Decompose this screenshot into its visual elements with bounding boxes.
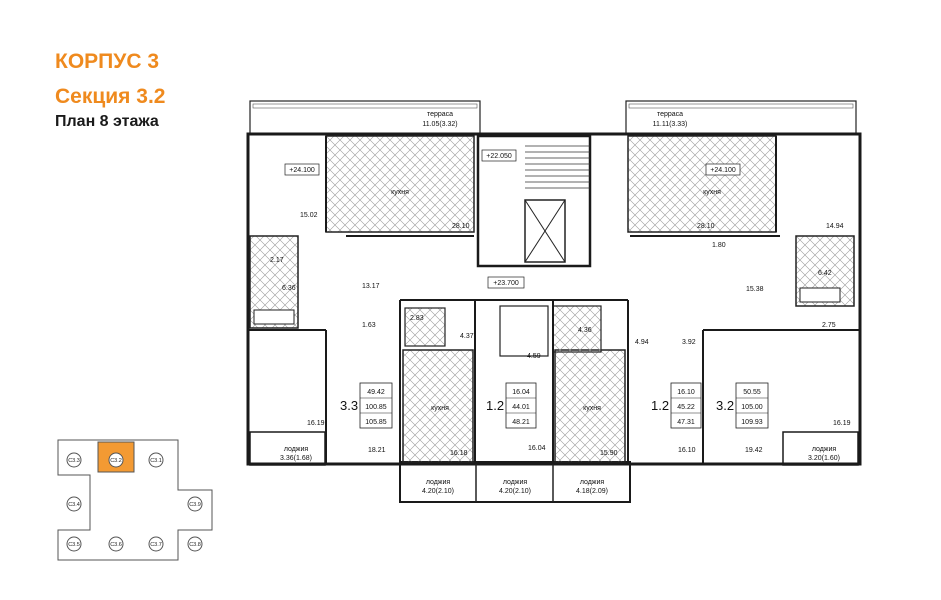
key-section: С3.5 [68, 542, 80, 548]
apartment-type: 3.3 [340, 398, 358, 413]
room-area: 28.10 [452, 223, 470, 230]
area-living: 50.55 [743, 389, 761, 396]
loggia-area: 4.20(2.10) [499, 488, 531, 495]
loggia-label: лоджия [580, 479, 605, 486]
room-area: 18.21 [368, 447, 386, 454]
room-area: 19.42 [745, 447, 763, 454]
room-area: 1.80 [712, 242, 726, 249]
room-area: 4.36 [578, 327, 592, 334]
bathroom-right [795, 235, 855, 307]
terrace-right: терраса 11.11(3.33) [625, 100, 857, 135]
loggia-label: лоджия [503, 479, 528, 486]
room-area: 3.92 [682, 339, 696, 346]
room-area: 6.36 [282, 285, 296, 292]
terrace-right-area: 11.11(3.33) [653, 121, 688, 128]
area-with-loggia: 48.21 [512, 419, 530, 426]
room-area: 14.94 [826, 223, 844, 230]
loggias: лоджия 3.36(1.68) лоджия 4.20(2.10) лодж… [280, 446, 840, 502]
loggia-area: 4.18(2.09) [576, 488, 608, 495]
terrace-left: терраса 11.05(3.32) [249, 100, 481, 135]
stair-core [476, 134, 592, 268]
key-section: С3.1 [150, 458, 162, 464]
loggia-label: лоджия [812, 446, 837, 453]
bathroom-center [404, 305, 602, 357]
building-title: КОРПУС 3 [55, 50, 159, 73]
level-mark: +23.700 [493, 280, 519, 287]
room-area: 2.17 [270, 257, 284, 264]
key-section: С3.8 [189, 542, 201, 548]
section-title: Секция 3.2 [55, 85, 166, 108]
area-total: 45.22 [677, 404, 695, 411]
key-section: С3.4 [68, 502, 80, 508]
kitchen-top-right: кухня [627, 135, 777, 233]
loggia-label: лоджия [426, 479, 451, 486]
area-living: 49.42 [367, 389, 385, 396]
area-living: 16.10 [677, 389, 695, 396]
bathroom-left [249, 235, 299, 329]
room-area: 4.94 [635, 339, 649, 346]
key-plan-labels: С3.3 С3.2 С3.1 С3.4 С3.9 С3.5 С3.6 С3.7 … [68, 458, 201, 548]
kitchen-bottom-left: кухня [402, 349, 474, 463]
level-mark: +24.100 [710, 167, 736, 174]
area-with-loggia: 105.85 [365, 419, 387, 426]
area-with-loggia: 109.93 [741, 419, 763, 426]
key-section: С3.7 [150, 542, 162, 548]
room-area: 2.75 [822, 322, 836, 329]
room-area: 16.19 [307, 420, 325, 427]
room-area: 15.90 [600, 450, 618, 457]
kitchen-label: кухня [391, 189, 409, 196]
room-area: 4.59 [527, 353, 541, 360]
area-living: 16.04 [512, 389, 530, 396]
room-area: 4.37 [460, 333, 474, 340]
area-total: 100.85 [365, 404, 387, 411]
room-area: 28.10 [697, 223, 715, 230]
apartment-box: 1.2 16.10 45.22 47.31 [651, 382, 702, 429]
room-area: 16.18 [450, 450, 468, 457]
kitchen-label: кухня [583, 405, 601, 412]
level-marks: +24.100 +22.050 +24.100 +23.700 [284, 149, 741, 289]
floor-plan-title: План 8 этажа [55, 113, 159, 130]
apartment-type: 1.2 [486, 398, 504, 413]
room-area: 15.02 [300, 212, 318, 219]
interior-walls [248, 136, 860, 464]
area-with-loggia: 47.31 [677, 419, 695, 426]
terrace-right-name: терраса [657, 111, 683, 118]
loggia-area: 3.36(1.68) [280, 455, 312, 462]
key-section: С3.9 [189, 502, 201, 508]
area-total: 44.01 [512, 404, 530, 411]
loggia-area: 3.20(1.60) [808, 455, 840, 462]
room-area: 6.42 [818, 270, 832, 277]
apartment-type: 3.2 [716, 398, 734, 413]
room-area: 13.17 [362, 283, 380, 290]
loggia-area: 4.20(2.10) [422, 488, 454, 495]
kitchen-label: кухня [703, 189, 721, 196]
room-area: 2.83 [410, 315, 424, 322]
room-area: 15.38 [746, 286, 764, 293]
loggia-label: лоджия [284, 446, 309, 453]
kitchen-label: кухня [431, 405, 449, 412]
terrace-left-area: 11.05(3.32) [422, 121, 457, 128]
key-section-highlighted: С3.2 [110, 458, 122, 464]
room-area: 16.04 [528, 445, 546, 452]
room-area: 16.10 [678, 447, 696, 454]
apartment-box: 3.3 49.42 100.85 105.85 [340, 382, 393, 429]
area-total: 105.00 [741, 404, 763, 411]
apartment-type: 1.2 [651, 398, 669, 413]
key-section: С3.3 [68, 458, 80, 464]
kitchen-bottom-right: кухня [554, 349, 626, 463]
level-mark: +22.050 [486, 153, 512, 160]
terrace-left-name: терраса [427, 111, 453, 118]
level-mark: +24.100 [289, 167, 315, 174]
room-area: 16.19 [833, 420, 851, 427]
room-area: 1.63 [362, 322, 376, 329]
room-areas: 15.02 28.10 28.10 14.94 2.17 6.36 13.17 … [270, 212, 851, 457]
apartment-box: 1.2 16.04 44.01 48.21 [486, 382, 537, 429]
key-plan [57, 439, 213, 561]
key-section: С3.6 [110, 542, 122, 548]
kitchen-top-left: кухня [325, 135, 475, 233]
apartment-box: 3.2 50.55 105.00 109.93 [716, 382, 769, 429]
